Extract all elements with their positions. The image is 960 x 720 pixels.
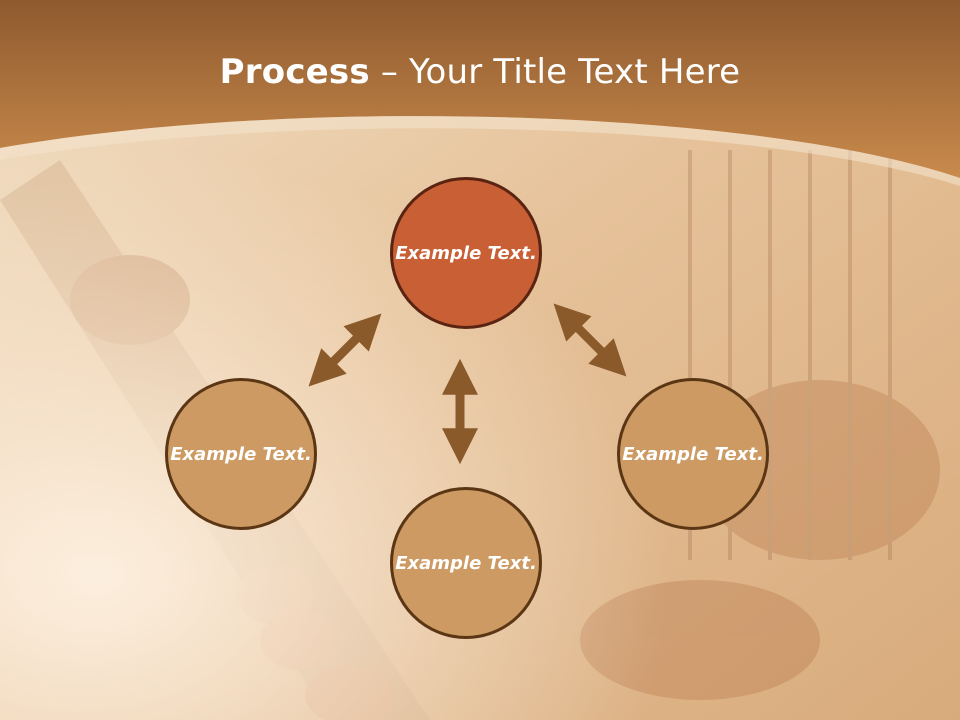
- header-band: [0, 0, 960, 178]
- slide-title: Process – Your Title Text Here: [0, 52, 960, 92]
- header-highlight: [0, 116, 960, 186]
- title-dash: –: [369, 52, 410, 92]
- node-left-label: Example Text.: [170, 443, 312, 465]
- node-top: Example Text.: [390, 177, 542, 329]
- title-bold: Process: [219, 52, 370, 92]
- node-bottom: Example Text.: [390, 487, 542, 639]
- title-rest: Your Title Text Here: [409, 52, 741, 92]
- node-bottom-label: Example Text.: [395, 552, 537, 574]
- node-right-label: Example Text.: [622, 443, 764, 465]
- node-left: Example Text.: [165, 378, 317, 530]
- node-top-label: Example Text.: [395, 242, 537, 264]
- node-right: Example Text.: [617, 378, 769, 530]
